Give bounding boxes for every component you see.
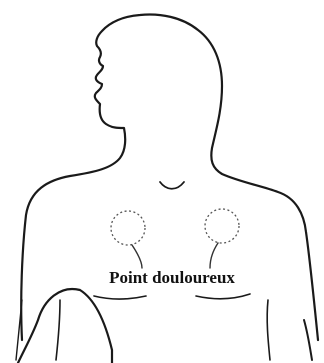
right-arm-line — [304, 320, 312, 360]
left-pain-point — [111, 211, 145, 245]
right-pectoral-line — [196, 294, 250, 299]
body-outline — [18, 289, 112, 363]
pain-point-label: Point douloureux — [109, 268, 235, 287]
right-pain-point — [205, 209, 239, 243]
body-silhouette — [21, 15, 318, 340]
neck-notch — [160, 182, 184, 189]
left-leader-line — [132, 245, 142, 268]
right-leader-line — [210, 243, 218, 268]
left-torso-line — [56, 300, 60, 360]
left-pectoral-line — [94, 296, 146, 299]
right-torso-line — [267, 300, 270, 360]
